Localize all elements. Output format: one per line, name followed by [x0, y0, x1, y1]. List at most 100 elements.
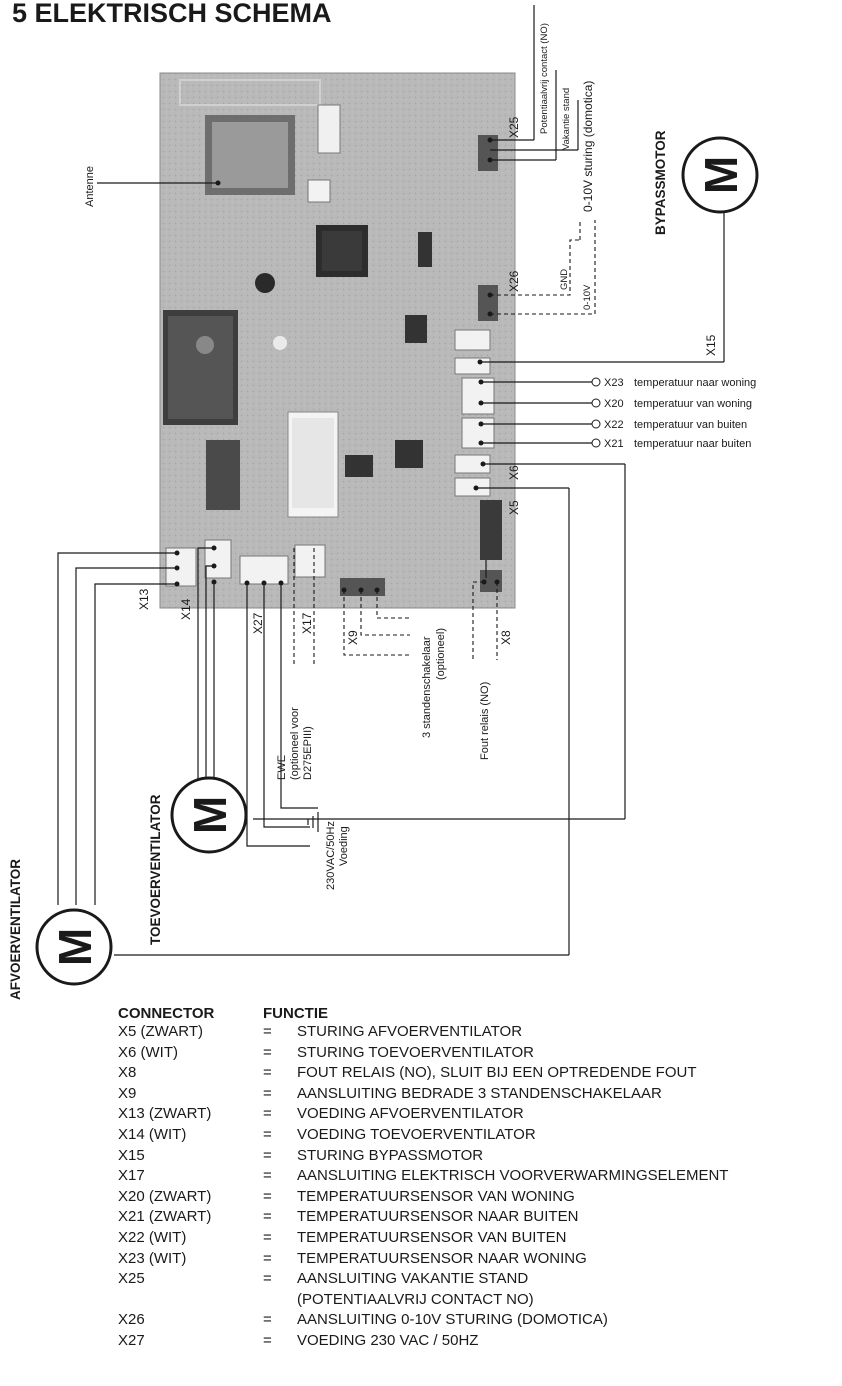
functie-cell: TEMPERATUURSENSOR NAAR WONING: [297, 1249, 587, 1267]
page-title: 5 ELEKTRISCH SCHEMA: [12, 0, 332, 28]
table-row: X5 (ZWART) = STURING AFVOERVENTILATOR: [118, 1023, 838, 1044]
functie-cell: AANSLUITING BEDRADE 3 STANDENSCHAKELAAR: [297, 1084, 662, 1102]
standen-line-1: 3 standenschakelaar: [421, 636, 433, 738]
x25-no-label: Potentiaalvrij contact (NO): [539, 23, 550, 134]
table-row: X27 = VOEDING 230 VAC / 50HZ: [118, 1332, 838, 1353]
connector-cell: X26: [118, 1311, 145, 1329]
table-row: X13 (ZWART) = VOEDING AFVOERVENTILATOR: [118, 1105, 838, 1126]
equals-cell: [263, 1291, 297, 1312]
equals-cell: =: [263, 1208, 272, 1226]
antenna-label: Antenne: [84, 166, 96, 207]
equals-cell: =: [263, 1043, 272, 1061]
equals-cell: =: [263, 1084, 272, 1102]
voeding-line-1: 230VAC/50Hz: [325, 821, 337, 890]
header-functie: FUNCTIE: [263, 1004, 328, 1022]
x17-label: X17: [300, 612, 314, 634]
equals-cell: =: [263, 1311, 272, 1329]
wiring-diagram: 5 ELEKTRISCH SCHEMA: [8, 0, 759, 1000]
connector-table: CONNECTOR FUNCTIE X5 (ZWART) = STURING AFV…: [118, 1003, 838, 1353]
bypass-motor-label: BYPASSMOTOR: [653, 130, 668, 235]
x14-label: X14: [179, 598, 193, 620]
connector-cell: X6 (WIT): [118, 1043, 178, 1061]
connector-cell: X21 (ZWART): [118, 1208, 212, 1226]
equals-cell: =: [263, 1249, 272, 1267]
toevoer-motor-symbol: M: [184, 796, 236, 834]
functie-cell: STURING AFVOERVENTILATOR: [297, 1023, 523, 1040]
connector-cell: X15: [118, 1146, 145, 1164]
ewe-line-3: D275EPIII): [302, 726, 314, 780]
table-row: X26 = AANSLUITING 0-10V STURING (DOMOTICA): [118, 1311, 838, 1332]
functie-cell: TEMPERATUURSENSOR VAN BUITEN: [297, 1228, 567, 1246]
equals-cell: =: [263, 1125, 272, 1143]
sensor-x20: X20 temperatuur van woning: [478, 398, 752, 410]
functie-cell: AANSLUITING 0-10V STURING (DOMOTICA): [297, 1311, 608, 1329]
x5-label: X5: [507, 500, 521, 515]
x25-label: X25: [507, 116, 521, 138]
x15-label: X15: [704, 334, 718, 356]
sensor-x20-id: X20: [604, 398, 624, 410]
table-row: X23 (WIT) = TEMPERATUURSENSOR NAAR WONING: [118, 1250, 838, 1271]
toevoer-motor: M: [170, 776, 248, 854]
sensor-x23: X23 temperatuur naar woning: [478, 377, 756, 389]
sensor-x22-text: temperatuur van buiten: [634, 419, 747, 431]
table-row: X14 (WIT) = VOEDING TOEVOERVENTILATOR: [118, 1126, 838, 1147]
sensor-x21-text: temperatuur naar buiten: [634, 438, 751, 450]
header-connector: CONNECTOR: [118, 1004, 215, 1022]
table-row: X22 (WIT) = TEMPERATUURSENSOR VAN BUITEN: [118, 1229, 838, 1250]
connector-cell: X25: [118, 1270, 145, 1288]
functie-cell: AANSLUITING VAKANTIE STAND: [297, 1270, 529, 1288]
x13-label: X13: [137, 588, 151, 610]
connector-cell: X8: [118, 1064, 137, 1082]
x9-label: X9: [346, 630, 360, 645]
equals-cell: =: [263, 1146, 272, 1164]
table-row: X15 = STURING BYPASSMOTOR: [118, 1147, 838, 1168]
table-row: X9=AANSLUITING BEDRADE 3 STANDENSCHAKELA…: [118, 1085, 838, 1106]
v010-label: 0-10V: [582, 284, 593, 310]
table-row: X21 (ZWART) = TEMPERATUURSENSOR NAAR BUITE…: [118, 1208, 838, 1229]
bypass-motor-symbol: M: [695, 156, 747, 194]
table-row: (POTENTIAALVRIJ CONTACT NO): [118, 1291, 838, 1312]
sensor-x20-text: temperatuur van woning: [634, 398, 752, 410]
pcb-board: [159, 72, 516, 609]
connector-cell: X14 (WIT): [118, 1125, 187, 1143]
sensor-x22: X22 temperatuur van buiten: [478, 419, 747, 431]
connector-cell: X17: [118, 1167, 145, 1185]
fout-label: Fout relais (NO): [479, 682, 491, 760]
connector-cell: X22 (WIT): [118, 1228, 187, 1246]
functie-cell: VOEDING AFVOERVENTILATOR: [297, 1105, 524, 1123]
connector-cell: X27: [118, 1331, 145, 1349]
connector-cell: X5 (ZWART): [118, 1023, 203, 1040]
functie-cell: FOUT RELAIS (NO), SLUIT BIJ EEN OPTREDEN…: [297, 1064, 697, 1082]
sensor-x22-id: X22: [604, 419, 624, 431]
equals-cell: =: [263, 1270, 272, 1288]
equals-cell: =: [263, 1064, 272, 1082]
table-row: X20 (ZWART) = TEMPERATUURSENSOR VAN WONING: [118, 1188, 838, 1209]
equals-cell: =: [263, 1105, 272, 1123]
x6-label: X6: [507, 465, 521, 480]
table-row: X8 = FOUT RELAIS (NO), SLUIT BIJ EEN OPTRE…: [118, 1064, 838, 1085]
connector-cell: X23 (WIT): [118, 1249, 187, 1267]
functie-cell: VOEDING 230 VAC / 50HZ: [297, 1331, 479, 1349]
functie-cell: AANSLUITING ELEKTRISCH VOORVERWARMINGSEL…: [297, 1167, 729, 1185]
table-row: X6 (WIT)=STURING TOEVOERVENTILATOR: [118, 1044, 838, 1065]
afvoer-motor-label: AFVOERVENTILATOR: [8, 859, 23, 1000]
standen-line-2: (optioneel): [435, 628, 447, 680]
gnd-label: GND: [559, 269, 570, 290]
equals-cell: =: [263, 1228, 272, 1246]
connector-cell: [118, 1291, 263, 1312]
equals-cell: =: [263, 1331, 272, 1349]
functie-cell: TEMPERATUURSENSOR NAAR BUITEN: [297, 1208, 579, 1226]
equals-cell: =: [263, 1023, 272, 1040]
ewe-line-1: EWE: [276, 755, 288, 780]
functie-cell: STURING BYPASSMOTOR: [297, 1146, 484, 1164]
connector-cell: X13 (ZWART): [118, 1105, 212, 1123]
connector-cell: X20 (ZWART): [118, 1187, 212, 1205]
sensor-x23-text: temperatuur naar woning: [634, 377, 756, 389]
functie-cell: TEMPERATUURSENSOR VAN WONING: [297, 1187, 575, 1205]
x27-label: X27: [251, 612, 265, 634]
functie-cell: (POTENTIAALVRIJ CONTACT NO): [297, 1290, 534, 1308]
x26-label: X26: [507, 270, 521, 292]
x25-vakantie-label: Vakantie stand: [561, 88, 572, 150]
functie-cell: VOEDING TOEVOERVENTILATOR: [297, 1125, 536, 1143]
equals-cell: =: [263, 1187, 272, 1205]
